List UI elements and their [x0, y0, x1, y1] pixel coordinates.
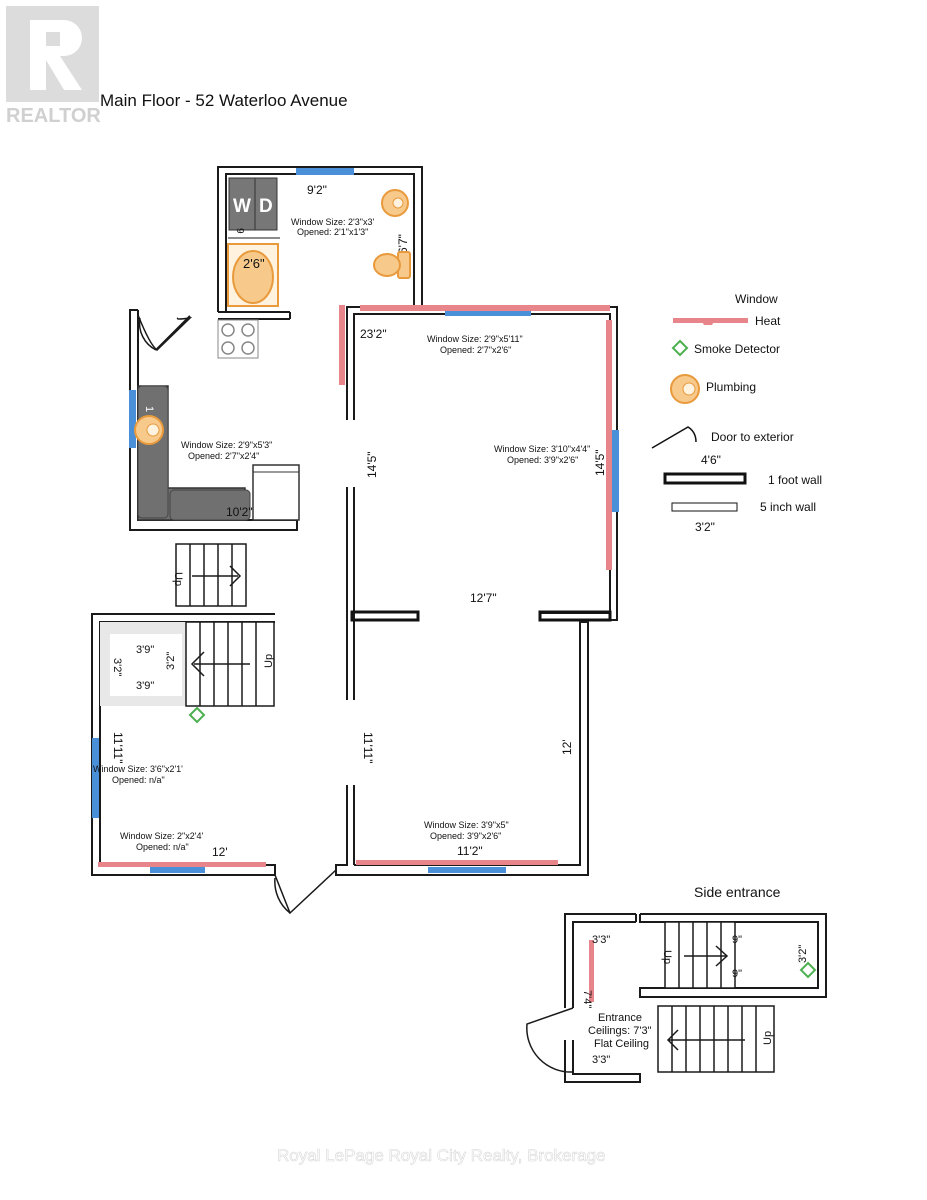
kitchen-stairs-up: Up [172, 572, 184, 586]
bath-window-opened: Opened: 2'1"x1'3" [297, 227, 368, 237]
dryer-label: D [259, 196, 273, 217]
front-right-window-size: Window Size: 3'9"x5" [424, 820, 509, 830]
side-stairs-bottom [657, 1005, 775, 1073]
kitchen-stairs [175, 543, 247, 607]
tub-dim: 2'6" [243, 256, 265, 271]
legend-foot-wall-label: 1 foot wall [768, 473, 822, 487]
legend-smoke-label: Smoke Detector [694, 342, 780, 356]
front-right-depth: 12' [560, 739, 574, 755]
living-left-heat [339, 305, 345, 385]
legend-inch-wall-label: 5 inch wall [760, 500, 816, 514]
living-right-window-opened: Opened: 3'9"x2'6" [507, 455, 578, 465]
legend-plumbing-icon [670, 374, 700, 404]
toilet-icon [373, 251, 411, 279]
front-left-depth: 11'11" [111, 732, 125, 763]
front-stairs-up: Up [263, 654, 275, 668]
living-wall-right [538, 610, 612, 622]
kitchen-window [129, 390, 136, 448]
front-left-window-size: Window Size: 3'6"x2'1' [93, 764, 183, 774]
living-width: 23'2" [360, 327, 387, 341]
bath-small-dim: 9 [234, 228, 245, 234]
page-title: Main Floor - 52 Waterloo Avenue [100, 91, 348, 110]
hall-depth: 11'11" [361, 732, 375, 763]
closet-top-width: 3'9" [136, 644, 154, 656]
bath-width: 9'2" [307, 183, 327, 197]
side-smoke-detector-icon [799, 961, 817, 979]
living-bottom-width: 12'7" [470, 591, 497, 605]
living-left-depth: 14'5" [365, 451, 379, 478]
front-width: 12' [212, 845, 228, 859]
bathtub [227, 243, 279, 307]
legend-inch-wall-dim: 3'2" [695, 520, 715, 534]
bath-window [296, 168, 354, 175]
kitchen-window-size: Window Size: 2'9"x5'3" [181, 440, 272, 450]
living-wall-left [350, 610, 420, 622]
legend-plumbing-label: Plumbing [706, 380, 756, 394]
smoke-detector-icon [188, 706, 206, 724]
closet-left-height: 3'2" [111, 658, 123, 676]
side-stairs-up-top: Up [661, 950, 673, 964]
side-ceilings-label: Ceilings: 7'3" [588, 1025, 652, 1037]
closet-right-height: 3'2" [165, 652, 177, 670]
brokerage-watermark: Royal LePage Royal City Realty, Brokerag… [277, 1146, 606, 1165]
side-door [526, 1007, 574, 1073]
side-partial-dim-2: 9" [732, 968, 742, 980]
legend-inch-wall-icon [671, 502, 738, 512]
bath-sink-icon [381, 189, 409, 217]
closet-bottom-width: 3'9" [136, 680, 154, 692]
kitchen-door [138, 317, 157, 351]
legend-heat-label: Heat [755, 314, 781, 328]
kitchen-window-opened: Opened: 2'7"x2'4" [188, 451, 259, 461]
front-right-width: 11'2" [457, 844, 483, 858]
living-top-window [445, 311, 531, 316]
legend-door-label: Door to exterior [711, 430, 794, 444]
stove-icon [217, 319, 259, 359]
living-right-window-size: Window Size: 3'10"x4'4" [494, 444, 590, 454]
side-right-dim: 3'2" [797, 945, 809, 963]
washer [228, 177, 256, 231]
washer-label: W [233, 196, 251, 217]
side-partial-dim-1: 9" [732, 934, 742, 946]
side-entrance-label: Entrance [598, 1012, 642, 1024]
legend-smoke-icon [671, 339, 689, 357]
bath-depth: 6'7" [396, 234, 410, 254]
side-depth-dim: 7'4" [581, 990, 593, 1008]
legend-foot-wall-dim: 4'6" [701, 453, 721, 467]
front-left-window [92, 738, 99, 818]
side-stairs-up-bottom: Up [762, 1031, 774, 1045]
living-right-depth: 14'5" [593, 449, 607, 476]
fridge [252, 464, 300, 521]
kitchen-sink-icon [134, 415, 164, 445]
living-right-heat [606, 320, 612, 570]
side-stairs-top [664, 921, 736, 989]
side-bottom-dim: 3'3" [592, 1054, 610, 1066]
living-right-window [612, 430, 619, 512]
front-bottom-window-size: Window Size: 2"x2'4' [120, 831, 203, 841]
realtor-logo-text: REALTOR [6, 105, 101, 127]
front-right-window [428, 867, 506, 873]
front-bottom-window [150, 867, 205, 873]
front-right-window-opened: Opened: 3'9"x2'6" [430, 831, 501, 841]
kitchen-width: 10'2" [226, 505, 253, 519]
living-top-window-size: Window Size: 2'9"x5'11" [427, 334, 523, 344]
kitchen-sink-num: 1 [143, 406, 155, 412]
legend: Window Heat Smoke Detector Plumbing Door… [651, 292, 822, 534]
dryer [254, 177, 278, 231]
realtor-logo: REALTOR [6, 6, 101, 127]
side-top-dim: 3'3" [592, 934, 610, 946]
legend-window-label: Window [735, 292, 778, 306]
bath-window-size: Window Size: 2'3"x3' [291, 217, 374, 227]
legend-door-icon [651, 426, 697, 449]
side-entrance-title: Side entrance [694, 884, 781, 900]
living-top-window-opened: Opened: 2'7"x2'6" [440, 345, 511, 355]
side-flat-ceiling-label: Flat Ceiling [594, 1038, 649, 1050]
front-stairs [185, 621, 275, 707]
front-bottom-window-opened: Opened: n/a" [136, 842, 189, 852]
legend-foot-wall-icon [663, 472, 747, 485]
front-left-window-opened: Opened: n/a" [112, 775, 165, 785]
